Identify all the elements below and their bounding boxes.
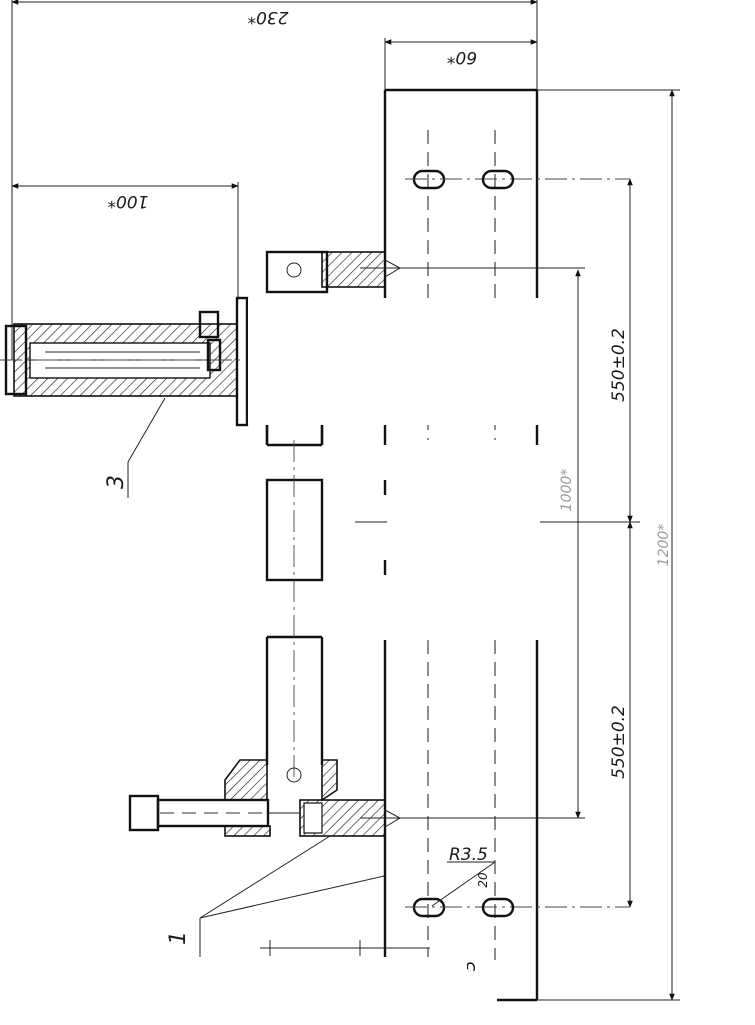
callout-part-3: 3 [104,397,166,498]
label-radius: R3.5 [449,845,488,865]
label-bottom-partial: 5 [460,961,480,972]
label-lower-spacing: 550±0.2 [609,705,629,779]
callout-part-1: 1 [166,835,385,960]
label-part-1: 1 [166,931,191,945]
label-top-offset: 60* [447,47,477,67]
redaction-block-middle [387,467,540,639]
label-center-length: 1000* [559,469,575,512]
dimension-top-offset: 60* [384,38,538,90]
cylinder-assembly-3 [0,296,249,427]
label-part-3: 3 [104,475,129,489]
label-upper-spacing: 550±0.2 [609,328,629,402]
dimension-left-offset: 100* [11,182,239,300]
upper-mount-block [265,250,402,294]
label-slot-width: 20 [476,872,490,888]
dimension-overall-length: 1200* [537,89,680,1001]
redaction-block-bottom [0,957,467,1025]
label-left-offset: 100* [108,191,149,211]
slot-upper-right [481,169,515,190]
slot-lower-right [481,897,515,918]
dimension-overall-width: 230* [11,0,538,360]
slot-upper-left [405,169,630,190]
lower-clamp-assembly [224,759,402,837]
redaction-block-bottom-right [467,985,497,1025]
slot-lower-left [405,897,630,918]
dimension-lower-spacing: 550±0.2 [609,521,633,908]
shaft [265,425,324,783]
label-overall-length: 1200* [656,524,672,567]
redaction-block-upper [248,298,574,425]
plunger-handle [128,794,300,837]
dimension-center-length: 1000* [400,267,585,819]
dimension-upper-spacing: 550±0.2 [609,178,633,523]
label-overall-width: 230* [248,7,289,27]
radius-annotation: R3.5 20 [431,845,496,907]
